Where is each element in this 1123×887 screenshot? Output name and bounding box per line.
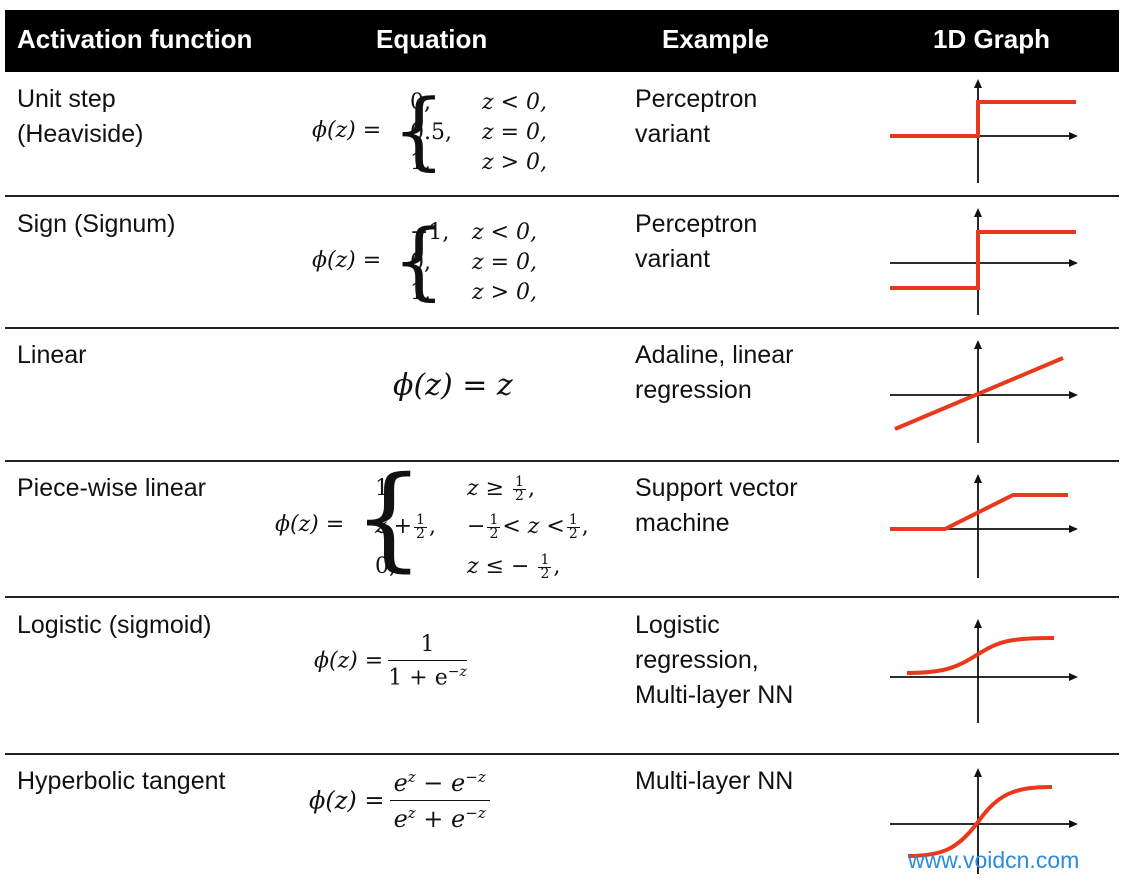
left-brace: { bbox=[353, 453, 425, 583]
left-brace: { bbox=[392, 211, 446, 309]
graph-logistic bbox=[890, 619, 1078, 723]
row-divider bbox=[5, 327, 1119, 329]
graph-sign bbox=[890, 208, 1078, 315]
row-divider bbox=[5, 753, 1119, 755]
equation-hyperbolic-tangent: ϕ(z) = ez − e−z ez + e−z bbox=[309, 768, 490, 833]
activation-name-unit-step: Unit step (Heaviside) bbox=[17, 85, 144, 148]
row-divider bbox=[5, 596, 1119, 598]
equation-sign: ϕ(z) = { −1,z < 0, 0,z = 0, 1,z > 0, bbox=[312, 211, 538, 309]
graph-linear bbox=[890, 340, 1078, 443]
graph-unit-step bbox=[890, 79, 1078, 183]
row-divider bbox=[5, 460, 1119, 462]
header-example: Example bbox=[662, 24, 769, 54]
activation-name-logistic: Logistic (sigmoid) bbox=[17, 611, 212, 639]
example-hyperbolic-tangent: Multi-layer NN bbox=[635, 767, 794, 795]
activation-name-hyperbolic-tangent: Hyperbolic tangent bbox=[17, 767, 226, 795]
example-piecewise-linear: Support vector machine bbox=[635, 474, 798, 537]
equation-linear: ϕ(z) = z bbox=[393, 368, 513, 403]
equation-unit-step: ϕ(z) = { 0,z < 0, 0.5,z = 0, 1,z > 0, bbox=[312, 81, 548, 179]
activation-name-sign: Sign (Signum) bbox=[17, 210, 176, 238]
row-divider bbox=[5, 195, 1119, 197]
graph-piecewise-linear bbox=[890, 474, 1078, 578]
table-header: Activation function Equation Example 1D … bbox=[5, 10, 1119, 72]
activation-name-piecewise-linear: Piece-wise linear bbox=[17, 474, 206, 502]
watermark-text: www.voidcn.com bbox=[908, 847, 1080, 873]
header-activation-function: Activation function bbox=[17, 24, 253, 54]
example-logistic: Logistic regression, Multi-layer NN bbox=[635, 611, 794, 709]
left-brace: { bbox=[392, 81, 446, 179]
equation-logistic: ϕ(z) = 1 1 + e−z bbox=[314, 632, 467, 691]
header-1d-graph: 1D Graph bbox=[933, 24, 1051, 54]
header-equation: Equation bbox=[376, 24, 488, 54]
example-sign: Perceptron variant bbox=[635, 210, 758, 273]
example-unit-step: Perceptron variant bbox=[635, 85, 758, 148]
example-linear: Adaline, linear regression bbox=[635, 341, 794, 404]
activation-name-linear: Linear bbox=[17, 341, 87, 369]
graph-hyperbolic-tangent bbox=[890, 768, 1078, 874]
